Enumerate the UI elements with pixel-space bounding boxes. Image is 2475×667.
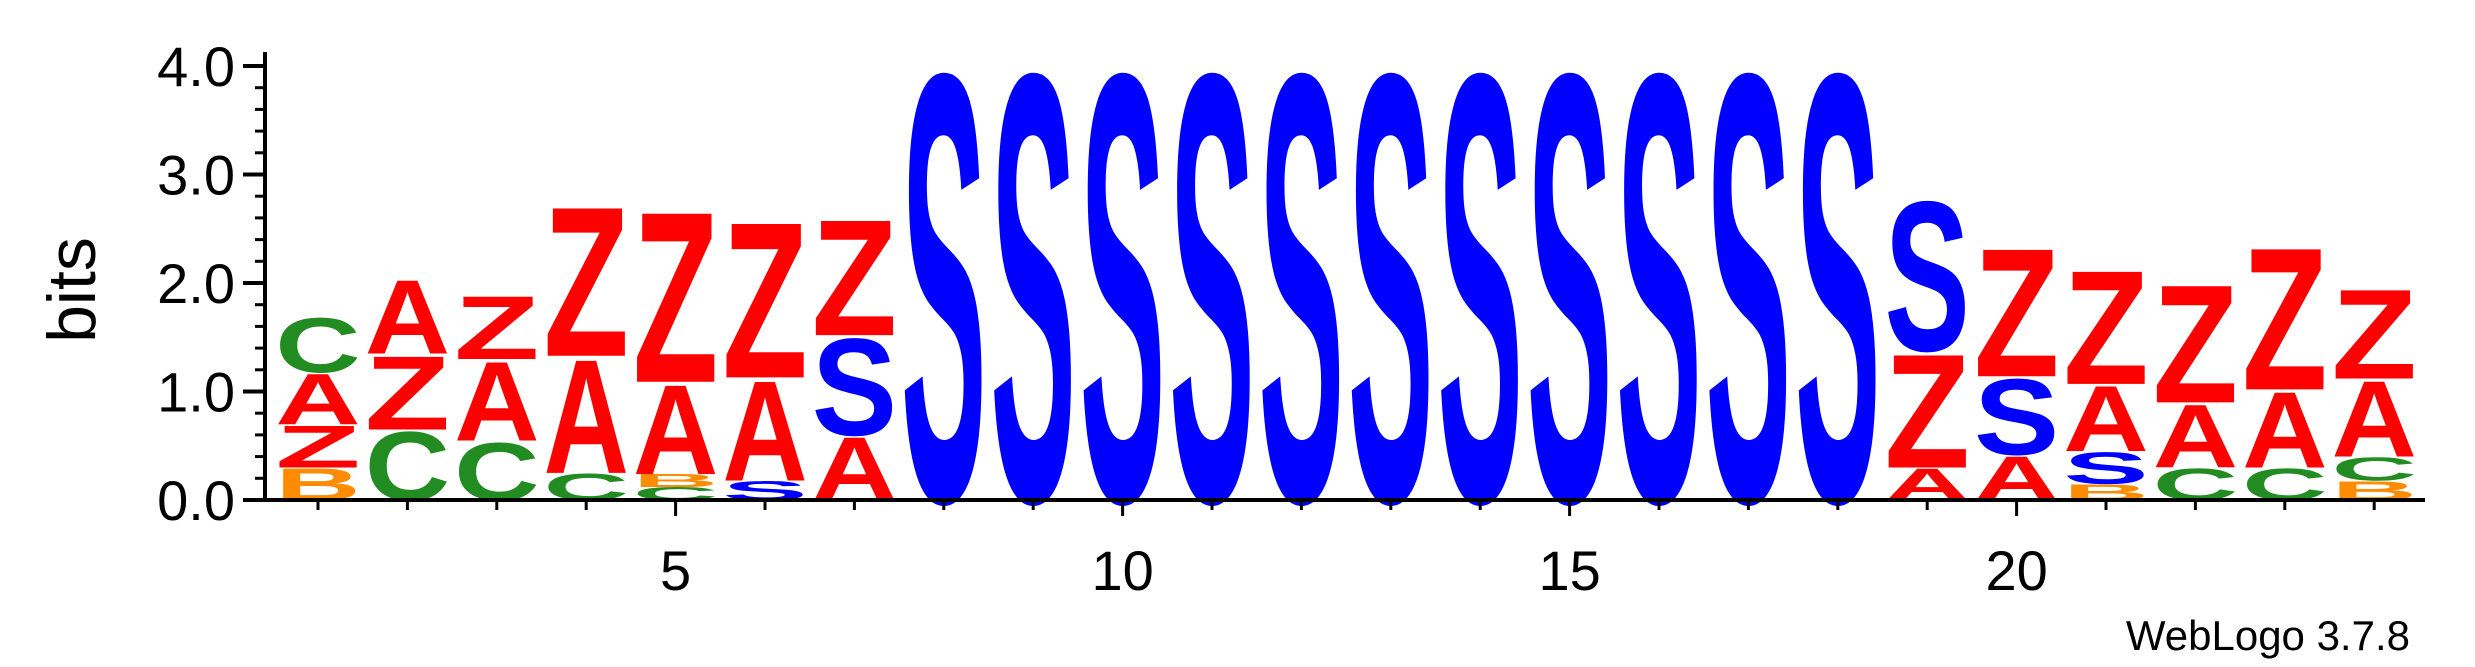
y-tick-label: 4.0 bbox=[157, 35, 235, 98]
logo-letter-a: A bbox=[2063, 367, 2148, 471]
logo-letter-s: S bbox=[1438, 0, 1523, 630]
logo-letter-a: A bbox=[2153, 387, 2238, 488]
x-tick-label: 15 bbox=[1538, 539, 1600, 602]
y-tick-label: 2.0 bbox=[157, 252, 235, 315]
logo-letter-c: C bbox=[2332, 451, 2417, 488]
svg-text:Z: Z bbox=[454, 277, 539, 378]
x-tick-label: 10 bbox=[1091, 539, 1153, 602]
svg-text:A: A bbox=[2242, 370, 2327, 491]
svg-text:Z: Z bbox=[2153, 250, 2238, 438]
svg-text:S: S bbox=[812, 310, 897, 465]
svg-text:Z: Z bbox=[1974, 210, 2059, 416]
logo-letter-s: S bbox=[1885, 157, 1970, 396]
svg-text:Z: Z bbox=[1885, 322, 1970, 503]
logo-letter-s: S bbox=[901, 0, 986, 630]
svg-text:A: A bbox=[633, 359, 718, 502]
logo-letter-a: A bbox=[275, 358, 360, 439]
svg-text:Z: Z bbox=[275, 413, 360, 480]
svg-text:S: S bbox=[1348, 0, 1433, 630]
svg-text:A: A bbox=[2063, 367, 2148, 471]
svg-text:S: S bbox=[2063, 443, 2148, 493]
logo-letter-z: Z bbox=[633, 162, 718, 434]
weblogo-credit: WebLogo 3.7.8 bbox=[2126, 612, 2410, 659]
svg-text:S: S bbox=[1974, 358, 2059, 479]
svg-text:S: S bbox=[1795, 0, 1880, 630]
axes: 0.0 1.0 2.0 3.0 4.0 5 10 15 20 bbox=[157, 35, 2425, 602]
logo-letter-z: Z bbox=[1974, 210, 2059, 416]
y-tick-label: 3.0 bbox=[157, 144, 235, 207]
svg-text:A: A bbox=[2153, 387, 2238, 488]
svg-text:S: S bbox=[991, 0, 1076, 630]
logo-letter-s: S bbox=[1080, 0, 1165, 630]
svg-text:Z: Z bbox=[633, 162, 718, 434]
logo-letter-z: Z bbox=[2242, 205, 2327, 432]
svg-text:A: A bbox=[2332, 359, 2417, 480]
y-tick-label: 0.0 bbox=[157, 469, 235, 532]
logo-letter-z: Z bbox=[1885, 322, 1970, 503]
svg-text:S: S bbox=[901, 0, 986, 630]
logo-letter-s: S bbox=[1795, 0, 1880, 630]
svg-text:Z: Z bbox=[365, 335, 450, 453]
logo-letter-a: A bbox=[722, 351, 807, 511]
logo-letter-a: A bbox=[544, 326, 629, 508]
y-tick-label: 1.0 bbox=[157, 361, 235, 424]
svg-text:S: S bbox=[1885, 157, 1970, 396]
logo-letter-s: S bbox=[1974, 358, 2059, 479]
svg-text:Z: Z bbox=[544, 163, 629, 402]
svg-text:Z: Z bbox=[2063, 238, 2148, 419]
logo-letter-s: S bbox=[1616, 0, 1701, 630]
logo-letter-c: C bbox=[275, 302, 360, 389]
logo-letter-z: Z bbox=[812, 186, 897, 371]
logo-letter-z: Z bbox=[2063, 238, 2148, 419]
logo-letter-s: S bbox=[1169, 0, 1254, 630]
svg-text:A: A bbox=[365, 258, 450, 376]
svg-text:C: C bbox=[275, 302, 360, 389]
logo-letter-s: S bbox=[991, 0, 1076, 630]
svg-text:A: A bbox=[544, 326, 629, 508]
logo-letter-s: S bbox=[1706, 0, 1791, 630]
svg-text:Z: Z bbox=[722, 177, 807, 425]
svg-text:Z: Z bbox=[2332, 264, 2417, 406]
logo-letter-z: Z bbox=[722, 177, 807, 425]
logo-letter-a: A bbox=[633, 359, 718, 502]
logo-letter-s: S bbox=[2063, 443, 2148, 493]
svg-text:S: S bbox=[1706, 0, 1791, 630]
logo-letter-s: S bbox=[1348, 0, 1433, 630]
x-tick-label: 5 bbox=[660, 539, 691, 602]
logo-letter-z: Z bbox=[454, 277, 539, 378]
svg-text:A: A bbox=[275, 358, 360, 439]
svg-text:A: A bbox=[454, 338, 539, 465]
svg-text:A: A bbox=[722, 351, 807, 511]
logo-letter-a: A bbox=[454, 338, 539, 465]
logo-letter-a: A bbox=[2242, 370, 2327, 491]
logo-letter-z: Z bbox=[275, 413, 360, 480]
logo-letter-s: S bbox=[1527, 0, 1612, 630]
logo-letter-a: A bbox=[365, 258, 450, 376]
svg-text:S: S bbox=[1527, 0, 1612, 630]
svg-text:S: S bbox=[1080, 0, 1165, 630]
logo-letter-s: S bbox=[1259, 0, 1344, 630]
logo-letter-z: Z bbox=[544, 163, 629, 402]
svg-text:S: S bbox=[1616, 0, 1701, 630]
y-axis-label: bits bbox=[34, 237, 110, 343]
svg-text:S: S bbox=[1259, 0, 1344, 630]
logo-letter-a: A bbox=[2332, 359, 2417, 480]
logo-letter-z: Z bbox=[2332, 264, 2417, 406]
svg-text:S: S bbox=[1169, 0, 1254, 630]
svg-text:B: B bbox=[633, 471, 718, 491]
logo-letter-s: S bbox=[812, 310, 897, 465]
logo-letter-b: B bbox=[633, 471, 718, 491]
svg-text:Z: Z bbox=[812, 186, 897, 371]
logo-letter-z: Z bbox=[2153, 250, 2238, 438]
svg-text:C: C bbox=[2332, 451, 2417, 488]
svg-text:Z: Z bbox=[2242, 205, 2327, 432]
logo-letter-z: Z bbox=[365, 335, 450, 453]
svg-text:S: S bbox=[1438, 0, 1523, 630]
x-tick-label: 20 bbox=[1985, 539, 2047, 602]
